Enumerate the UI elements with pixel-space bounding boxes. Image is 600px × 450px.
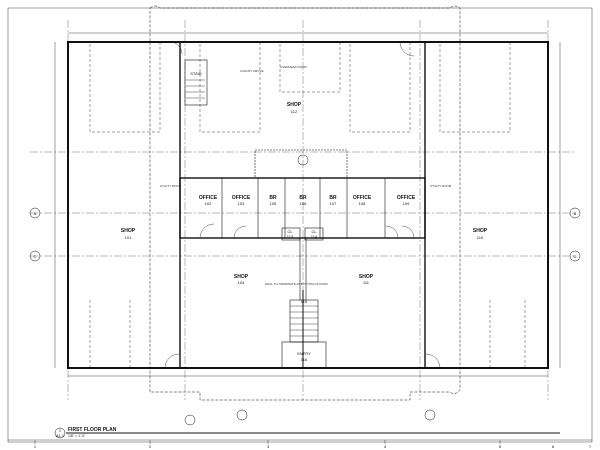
grid-label: 4 (384, 444, 387, 449)
room-name: ENTRY (297, 351, 311, 356)
row-label: C (34, 254, 37, 259)
room-number: 108 (359, 201, 366, 206)
room-number: 116 (301, 357, 308, 362)
room-name: SHOP (473, 228, 488, 234)
room-name: OFFICE (199, 195, 218, 201)
room-number: 102 (205, 201, 212, 206)
detail-ref: 1 (59, 428, 62, 433)
room-name: SHOP (121, 228, 136, 234)
row-label: B (574, 211, 577, 216)
room-name: CL (311, 229, 317, 234)
utility-note: UTILITY ROOM (160, 184, 182, 188)
grid-label: 6 (552, 444, 555, 449)
row-label: D (574, 254, 577, 259)
room-name: SHOP (359, 274, 374, 280)
room-number: 111 (363, 280, 370, 285)
sheet-ref: A1.1 (56, 433, 65, 438)
room-name: OFFICE (232, 195, 251, 201)
room-name: OFFICE (397, 195, 416, 201)
overhead-note: OVERHEAD DOOR (280, 65, 308, 69)
room-number: 112 (291, 109, 298, 114)
room-number: 101 (125, 235, 132, 240)
room-name: CL (287, 229, 293, 234)
grid-label: 7 (589, 444, 592, 449)
room-number: 103 (238, 201, 245, 206)
grid-label: 5 (499, 444, 502, 449)
grid-label: 2 (149, 444, 152, 449)
room-name: OFFICE (353, 195, 372, 201)
row-label: A (34, 211, 37, 216)
room-number: 107 (330, 201, 337, 206)
room-number: 110 (477, 235, 484, 240)
room-name: STAIR (190, 71, 202, 76)
title-bubble (54, 427, 66, 439)
room-number: 106 (300, 201, 307, 206)
grid-label: 1 (34, 444, 37, 449)
room-number: 104 (238, 280, 245, 285)
room-name: SHOP (234, 274, 249, 280)
utility-note: UTILITY ROOM (430, 184, 452, 188)
room-name: BR (299, 195, 307, 201)
drawing-scale: 1/8" = 1'-0" (68, 434, 86, 438)
room-number: 114 (311, 234, 318, 239)
exterior-wall (67, 41, 549, 369)
revision-cloud (149, 5, 461, 401)
sheet-border (7, 7, 593, 443)
room-number: 105 (270, 201, 277, 206)
room-name: BR (329, 195, 337, 201)
drawing-title: FIRST FLOOR PLAN (68, 427, 117, 433)
room-number: 109 (403, 201, 410, 206)
room-number: 115 (301, 299, 308, 304)
room-name: BR (269, 195, 277, 201)
room-name: SHOP (287, 102, 302, 108)
room-number: 113 (287, 234, 294, 239)
grid-label: 3 (267, 444, 270, 449)
canopy-note: CANOPY ABOVE (240, 69, 264, 73)
wall-note: WALL TO TERMINATE AT BOTTOM OF ROOF (265, 282, 328, 286)
